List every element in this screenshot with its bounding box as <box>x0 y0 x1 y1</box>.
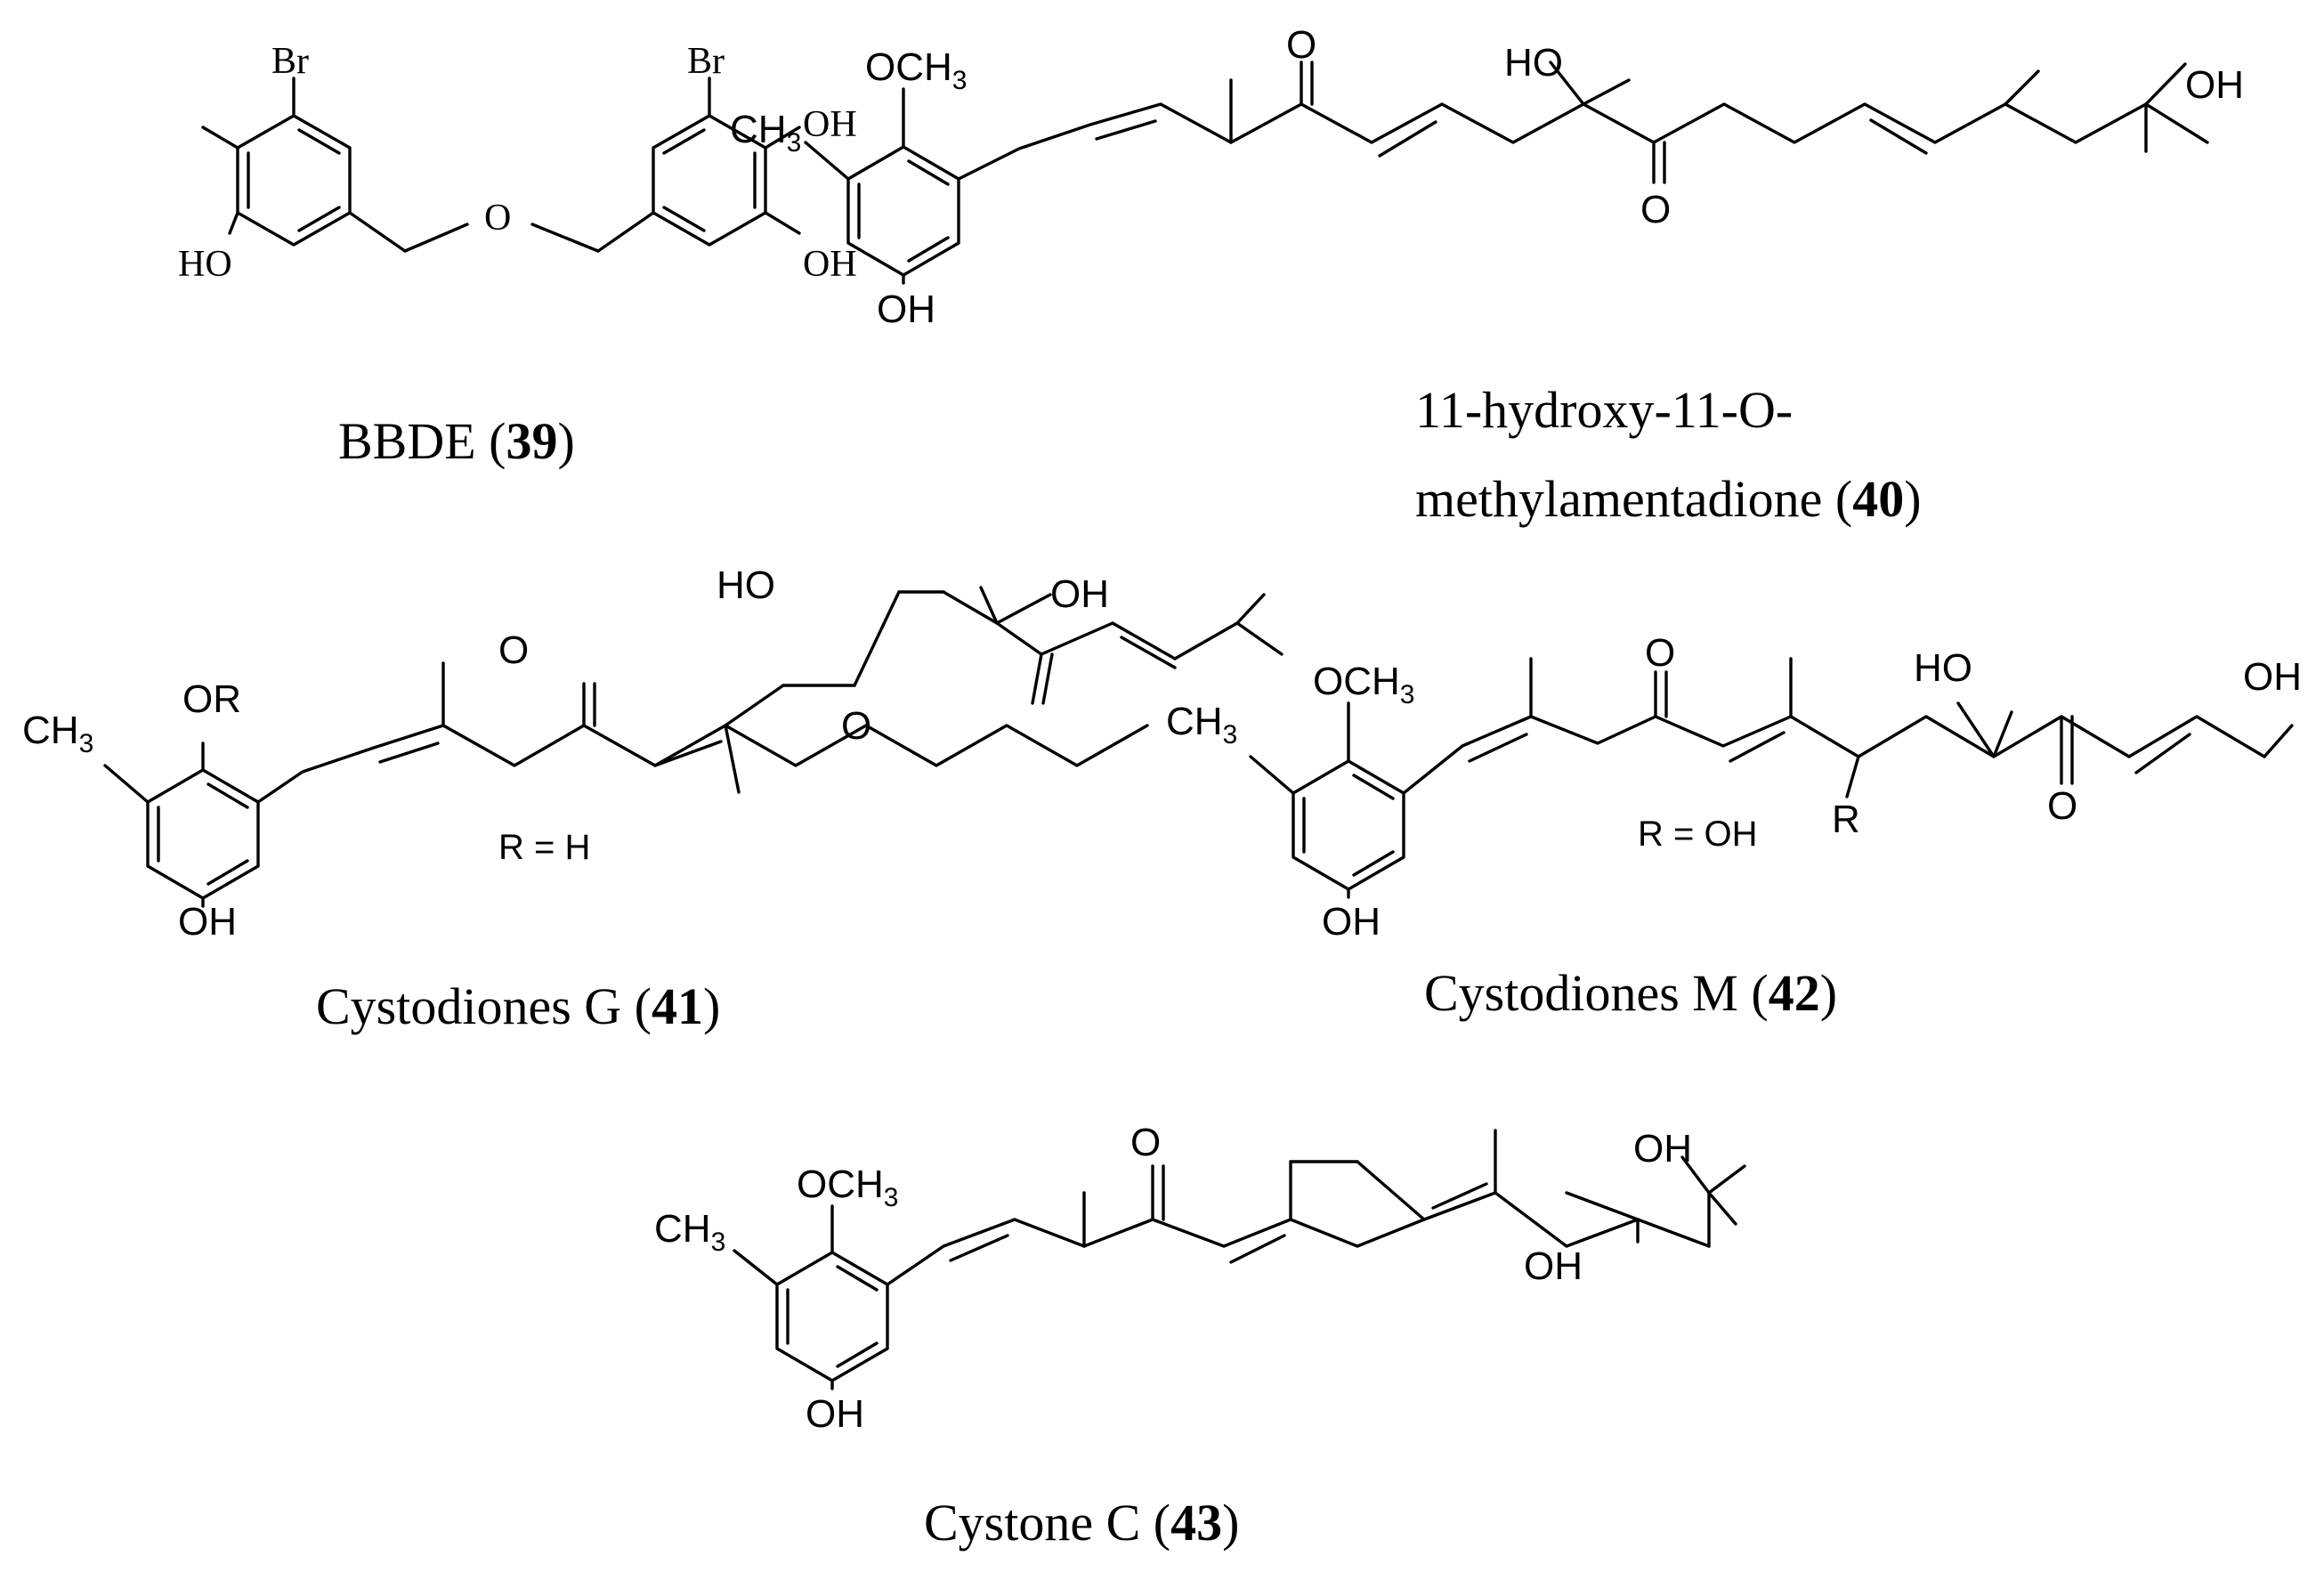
aromatic-ring <box>775 1251 889 1382</box>
atom-or: OR <box>182 677 241 721</box>
bbde-left-ring <box>236 114 352 247</box>
atom-hydroxyl: OH <box>1633 1127 1692 1171</box>
atom-methyl: CH3 <box>22 709 93 758</box>
aromatic-ring <box>846 145 960 277</box>
atom-hydroxyl: OH <box>2243 655 2302 699</box>
compound-caption: Cystodiones G (41) <box>316 977 720 1035</box>
atom-hydroxyl: HO <box>178 244 232 285</box>
atom-hydroxyl: HO <box>1504 41 1563 85</box>
side-chain <box>1402 715 2266 795</box>
compound-caption: BBDE (39) <box>338 412 575 470</box>
atom-hydroxyl: OH <box>1322 900 1381 944</box>
atom-r-substituent: R <box>1832 798 1860 841</box>
atom-methoxy: OCH3 <box>865 45 967 95</box>
atom-hydroxyl: OH <box>1524 1244 1583 1288</box>
atom-hydroxyl: OH <box>1050 572 1109 616</box>
atom-methyl: CH3 <box>1166 700 1237 749</box>
atom-methoxy: OCH3 <box>1313 660 1414 709</box>
atom-ketone-oxygen: O <box>498 628 529 672</box>
r-group-note: R = H <box>498 828 590 867</box>
structure-43: OCH3 CH3 OH O OH OH Cystone C (43) <box>654 1121 1746 1552</box>
atom-hydroxyl: OH <box>806 1392 864 1436</box>
atom-ketone-oxygen: O <box>1640 188 1671 231</box>
atom-methyl: CH3 <box>654 1207 725 1257</box>
compound-caption: Cystodiones M (42) <box>1424 964 1837 1022</box>
atom-ketone-oxygen: O <box>1645 631 1675 675</box>
atom-ketone-oxygen: O <box>841 704 871 748</box>
r-group-note: R = OH <box>1638 814 1757 854</box>
aromatic-ring <box>1292 759 1405 891</box>
atom-hydroxyl: OH <box>877 288 935 331</box>
compound-caption: methylamentadione (40) <box>1415 470 1922 528</box>
atom-ketone-oxygen: O <box>1286 23 1316 67</box>
structure-40: OCH3 CH3 OH O HO O OH 11-hydroxy-11-O- m… <box>730 23 2244 528</box>
aromatic-ring <box>146 768 260 900</box>
compound-caption: Cystone C (43) <box>924 1494 1239 1552</box>
atom-methyl: CH3 <box>730 108 801 158</box>
atom-br: Br <box>271 41 309 82</box>
atom-hydroxyl: HO <box>1914 646 1972 690</box>
atom-br: Br <box>687 41 725 82</box>
atom-hydroxyl: OH <box>803 104 857 145</box>
side-chain <box>256 724 1149 804</box>
compound-caption-line1: 11-hydroxy-11-O- <box>1415 381 1793 439</box>
atom-methoxy: OCH3 <box>797 1163 898 1212</box>
atom-ether-oxygen: O <box>484 198 511 239</box>
structure-39: Br Br HO O OH OH BBDE (39) <box>178 41 857 470</box>
structure-41: OR CH3 OH O HO O OH R = H Cystodiones G … <box>22 563 1283 1035</box>
side-chain <box>886 1191 1711 1286</box>
atom-hydroxyl: OH <box>178 900 237 944</box>
atom-hydroxyl: HO <box>717 563 775 607</box>
atom-ketone-oxygen: O <box>1130 1121 1161 1164</box>
structure-42: OCH3 CH3 OH O R HO O OH R = OH Cystodion… <box>1166 631 2302 1022</box>
side-chain <box>957 102 2209 181</box>
atom-ketone-oxygen: O <box>2047 784 2077 828</box>
atom-hydroxyl: OH <box>803 244 857 285</box>
atom-hydroxyl: OH <box>2185 63 2244 107</box>
